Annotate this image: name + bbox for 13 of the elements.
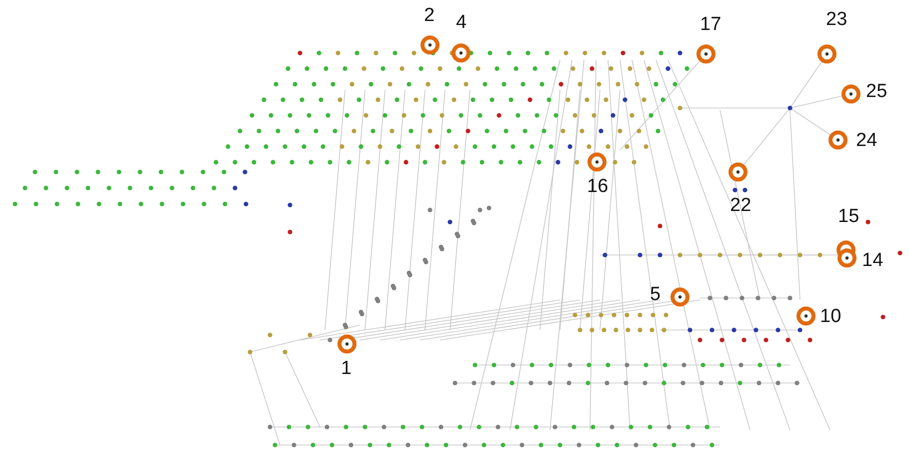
callout-number: 17 [700,15,722,35]
callout-number: 24 [856,131,878,151]
callout-number: 4 [456,13,467,33]
callout-number: 25 [866,82,888,102]
callout-number: 15 [838,207,860,227]
callout-number: 5 [650,285,661,305]
callout-number: 2 [424,6,435,26]
callout-number: 23 [826,10,848,30]
callout-number: 22 [730,196,752,216]
callout-number: 1 [341,359,352,379]
callout-number: 14 [862,251,884,271]
callout-number: 10 [820,307,842,327]
callout-number: 16 [587,177,608,197]
